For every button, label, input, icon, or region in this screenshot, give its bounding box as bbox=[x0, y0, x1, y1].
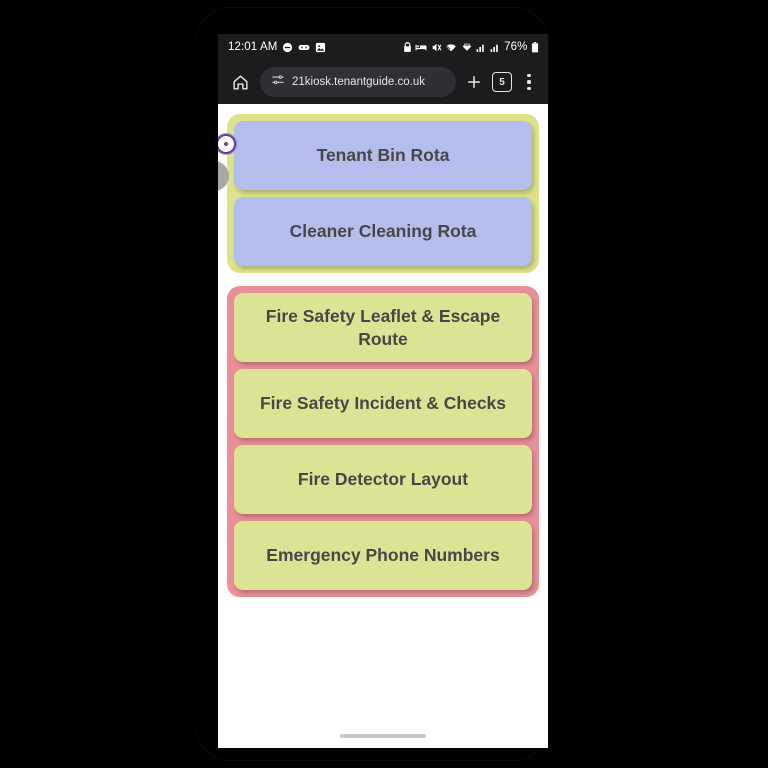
status-bar-clock: 12:01 AM bbox=[228, 41, 278, 53]
hotspot-icon bbox=[461, 42, 473, 53]
mute-icon bbox=[431, 42, 442, 53]
battery-icon bbox=[531, 41, 539, 53]
address-bar[interactable]: 21kiosk.tenantguide.co.uk bbox=[260, 67, 456, 97]
tile-emergency-phone-numbers[interactable]: Emergency Phone Numbers bbox=[234, 521, 532, 590]
android-status-bar: 12:01 AM bbox=[218, 34, 548, 60]
data-saver-icon bbox=[298, 42, 310, 53]
do-not-disturb-icon bbox=[282, 42, 293, 53]
tile-fire-safety-leaflet-escape-route[interactable]: Fire Safety Leaflet & Escape Route bbox=[234, 293, 532, 362]
tile-fire-safety-incident-checks[interactable]: Fire Safety Incident & Checks bbox=[234, 369, 532, 438]
pointer-ring-cursor bbox=[218, 134, 236, 154]
status-bar-left: 12:01 AM bbox=[228, 41, 326, 53]
rota-group: Tenant Bin Rota Cleaner Cleaning Rota bbox=[227, 114, 539, 273]
tile-cleaner-cleaning-rota[interactable]: Cleaner Cleaning Rota bbox=[234, 197, 532, 266]
status-bar-right: 76% bbox=[403, 41, 539, 53]
home-icon[interactable] bbox=[227, 69, 253, 95]
url-text[interactable]: 21kiosk.tenantguide.co.uk bbox=[292, 76, 425, 88]
phone-frame: 12:01 AM bbox=[196, 8, 548, 760]
navigation-gesture-bar bbox=[218, 724, 548, 748]
overflow-menu-icon[interactable] bbox=[519, 71, 539, 93]
battery-percentage: 76% bbox=[504, 41, 528, 53]
tile-tenant-bin-rota[interactable]: Tenant Bin Rota bbox=[234, 121, 532, 190]
screenshot-icon bbox=[315, 42, 326, 53]
fire-safety-group: Fire Safety Leaflet & Escape Route Fire … bbox=[227, 286, 539, 597]
signal-bars-icon-2 bbox=[490, 42, 500, 53]
tune-icon[interactable] bbox=[271, 73, 285, 92]
signal-bars-icon-1 bbox=[476, 42, 486, 53]
tab-count: 5 bbox=[499, 76, 505, 88]
browser-toolbar: 21kiosk.tenantguide.co.uk 5 bbox=[218, 60, 548, 104]
home-gesture-pill[interactable] bbox=[340, 734, 426, 738]
tile-fire-detector-layout[interactable]: Fire Detector Layout bbox=[234, 445, 532, 514]
plus-icon[interactable] bbox=[463, 71, 485, 93]
back-gesture-handle[interactable] bbox=[218, 161, 229, 191]
phone-screen: 12:01 AM bbox=[218, 34, 548, 748]
tab-switcher-button[interactable]: 5 bbox=[492, 72, 512, 92]
kiosk-page-content: Tenant Bin Rota Cleaner Cleaning Rota Fi… bbox=[218, 104, 548, 748]
bed-icon bbox=[415, 42, 427, 53]
wifi-icon bbox=[445, 42, 457, 53]
vpn-icon bbox=[403, 41, 412, 53]
